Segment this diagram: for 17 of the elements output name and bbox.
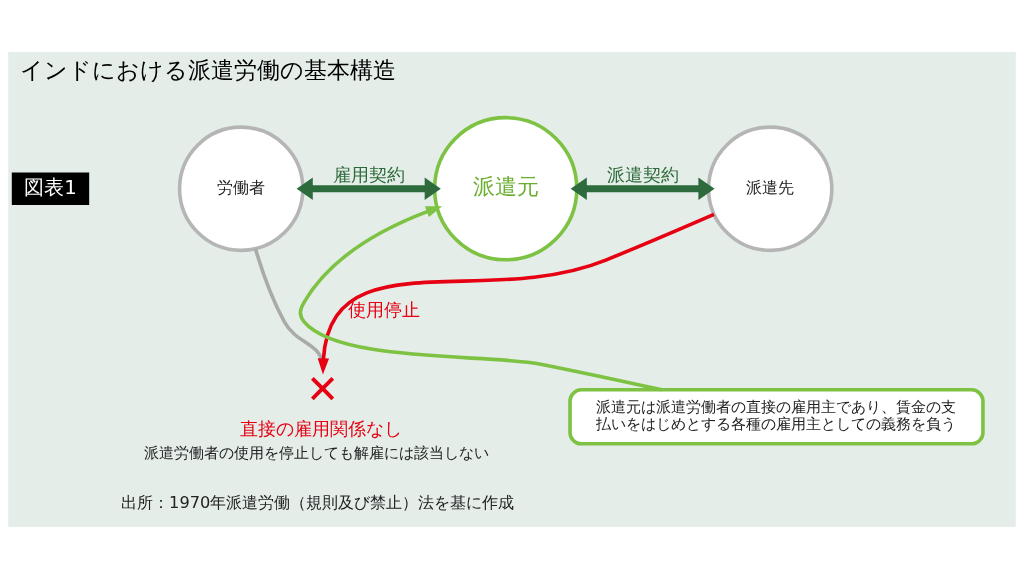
arrow (298, 206, 663, 392)
label: 図表1 (24, 175, 77, 199)
edge-label: 使用停止 (348, 299, 421, 321)
node-circle: 派遣元 (432, 115, 579, 262)
node-label: 直接の雇用関係なし (240, 417, 403, 439)
node-box: 派遣元は派遣労働者の直接の雇用主であり、賃金の支払いをはじめとする各種の雇用主としての義務を負う (568, 388, 985, 446)
node-text: ✕ (305, 366, 340, 413)
node-label: 派遣労働者の使用を停止しても解雇には該当しない (144, 443, 490, 462)
diagram-title: インドにおける派遣労働の基本構造 (20, 55, 397, 84)
arrow (296, 177, 441, 201)
node-circle: 派遣先 (706, 125, 834, 253)
edge-label: 雇用契約 (332, 163, 405, 185)
node-circle: 労働者 (177, 125, 305, 253)
arrow (317, 212, 715, 375)
edge-label: 派遣契約 (606, 163, 679, 185)
arrow (570, 177, 715, 201)
caption: 出所：1970年派遣労働（規則及び禁止）法を基に作成 (121, 492, 515, 512)
